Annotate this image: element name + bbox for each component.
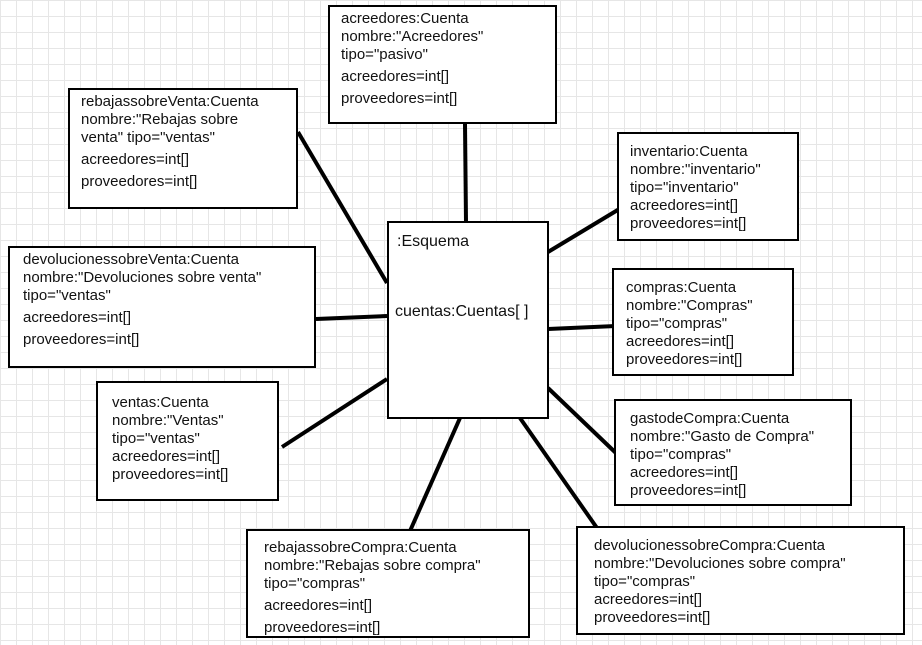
inventario-box: inventario:Cuenta nombre:"inventario" ti… [617, 132, 799, 241]
rebajas-compra-box: rebajassobreCompra:Cuenta nombre:"Rebaja… [246, 529, 530, 638]
box-acreedores: acreedores=int[] [594, 591, 702, 608]
esquema-name: :Esquema [397, 233, 470, 250]
connector-devoluciones-venta [315, 314, 388, 321]
box-proveedores: proveedores=int[] [81, 173, 198, 190]
box-proveedores: proveedores=int[] [626, 351, 743, 368]
connector-devoluciones-compra [518, 416, 599, 530]
box-nombre: nombre:"Rebajas sobre [81, 111, 239, 128]
box-header: acreedores:Cuenta [341, 10, 469, 27]
box-acreedores: acreedores=int[] [630, 464, 738, 481]
box-tipo: tipo="compras" [594, 573, 696, 590]
connector-ventas [280, 377, 389, 449]
ventas-box: ventas:Cuenta nombre:"Ventas" tipo="vent… [96, 381, 279, 501]
box-acreedores: acreedores=int[] [341, 68, 449, 85]
box-tipo: tipo="ventas" [23, 287, 111, 304]
connector-compras [547, 324, 617, 331]
box-acreedores: acreedores=int[] [626, 333, 734, 350]
box-proveedores: proveedores=int[] [630, 482, 747, 499]
connector-rebajas-compra [408, 417, 462, 532]
box-acreedores: acreedores=int[] [23, 309, 131, 326]
box-acreedores: acreedores=int[] [81, 151, 189, 168]
devoluciones-compra-box: devolucionessobreCompra:Cuenta nombre:"D… [576, 526, 905, 635]
box-tipo: venta" tipo="ventas" [81, 129, 215, 146]
box-nombre: nombre:"Rebajas sobre compra" [264, 557, 481, 574]
box-header: inventario:Cuenta [630, 143, 748, 160]
connector-inventario [546, 206, 623, 254]
devoluciones-venta-box: devolucionessobreVenta:Cuenta nombre:"De… [8, 246, 316, 368]
acreedores-box: acreedores:Cuenta nombre:"Acreedores" ti… [328, 5, 557, 124]
box-tipo: tipo="compras" [630, 446, 732, 463]
box-header: gastodeCompra:Cuenta [630, 410, 790, 427]
gasto-compra-box: gastodeCompra:Cuenta nombre:"Gasto de Co… [614, 399, 852, 506]
box-nombre: nombre:"inventario" [630, 161, 761, 178]
rebajas-venta-box: rebajassobreVenta:Cuenta nombre:"Rebajas… [68, 88, 298, 209]
box-tipo: tipo="ventas" [112, 430, 200, 447]
box-tipo: tipo="inventario" [630, 179, 739, 196]
box-tipo: tipo="compras" [626, 315, 728, 332]
box-header: devolucionessobreVenta:Cuenta [23, 251, 239, 268]
connector-acreedores [463, 123, 468, 223]
box-nombre: nombre:"Ventas" [112, 412, 224, 429]
box-acreedores: acreedores=int[] [112, 448, 220, 465]
esquema-cuentas-attribute: cuentas:Cuentas[ ] [395, 303, 529, 320]
connector-gasto-compra [546, 386, 620, 457]
esquema-box: :Esquema cuentas:Cuentas[ ] [387, 221, 549, 419]
box-proveedores: proveedores=int[] [630, 215, 747, 232]
box-tipo: tipo="compras" [264, 575, 366, 592]
box-nombre: nombre:"Devoluciones sobre venta" [23, 269, 262, 286]
box-proveedores: proveedores=int[] [112, 466, 229, 483]
box-nombre: nombre:"Compras" [626, 297, 753, 314]
box-proveedores: proveedores=int[] [594, 609, 711, 626]
box-proveedores: proveedores=int[] [23, 331, 140, 348]
box-header: ventas:Cuenta [112, 394, 209, 411]
box-proveedores: proveedores=int[] [341, 90, 458, 107]
box-acreedores: acreedores=int[] [630, 197, 738, 214]
compras-box: compras:Cuenta nombre:"Compras" tipo="co… [612, 268, 794, 376]
box-acreedores: acreedores=int[] [264, 597, 372, 614]
box-header: compras:Cuenta [626, 279, 737, 296]
connector-rebajas-venta [296, 130, 389, 285]
box-proveedores: proveedores=int[] [264, 619, 381, 636]
box-nombre: nombre:"Gasto de Compra" [630, 428, 815, 445]
box-header: rebajassobreCompra:Cuenta [264, 539, 457, 556]
box-header: rebajassobreVenta:Cuenta [81, 93, 259, 110]
box-nombre: nombre:"Acreedores" [341, 28, 484, 45]
box-header: devolucionessobreCompra:Cuenta [594, 537, 825, 554]
box-nombre: nombre:"Devoluciones sobre compra" [594, 555, 846, 572]
box-tipo: tipo="pasivo" [341, 46, 428, 63]
